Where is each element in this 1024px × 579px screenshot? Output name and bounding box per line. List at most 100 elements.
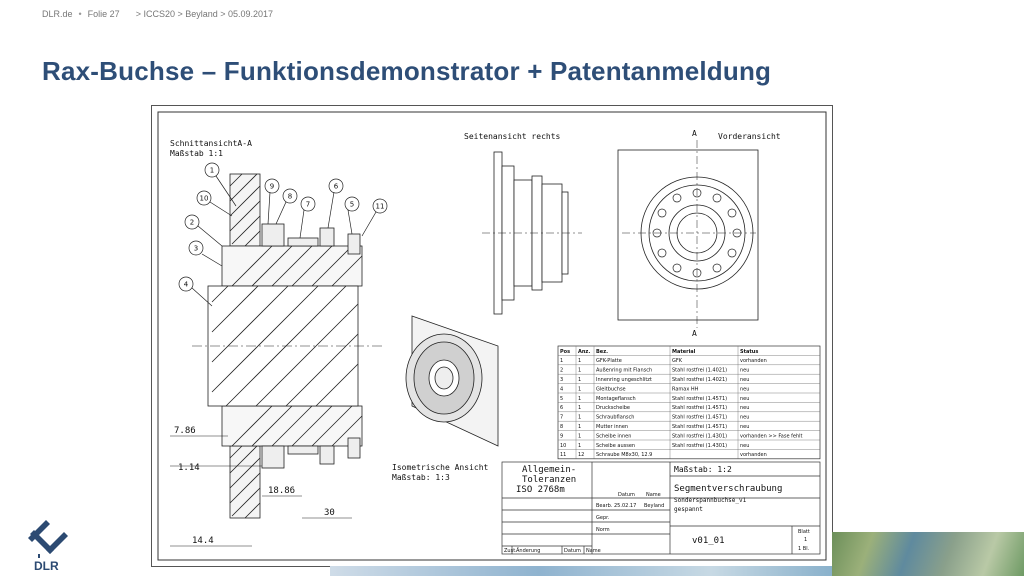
front-view [618,140,758,328]
dlr-logo-mark: DLR [20,520,80,574]
iso-view-title: Isometrische Ansicht [392,463,489,472]
svg-text:2: 2 [190,219,194,227]
bom-cell: Stahl rostfrei (1.4301) [672,443,727,449]
svg-text:gespannt: gespannt [674,506,703,513]
bom-cell: Schraubflansch [596,415,634,421]
svg-text:8: 8 [288,193,292,201]
bom-cell: neu [740,405,749,411]
bom-cell: Montageflansch [596,396,636,402]
bom-cell: 8 [560,424,563,430]
bom-cell: 1 [578,377,581,383]
bom-cell: GFK [672,358,683,364]
bom-cell: 1 [578,368,581,374]
svg-text:v01_01: v01_01 [692,536,725,546]
svg-text:Maßstab: 1:2: Maßstab: 1:2 [674,465,732,474]
svg-text:3: 3 [194,245,198,253]
bom-cell: neu [740,396,749,402]
svg-text:Allgemein-: Allgemein- [522,465,576,475]
bom-cell: Mutter innen [596,424,628,430]
svg-text:Norm: Norm [596,527,610,533]
breadcrumb: > ICCS20 > Beyland > 05.09.2017 [136,9,273,19]
bom-cell: Scheibe aussen [596,443,635,449]
svg-text:Änderung: Änderung [516,547,540,554]
svg-text:14.4: 14.4 [192,536,214,546]
svg-text:6: 6 [334,183,339,191]
section-view-scale: Maßstab 1:1 [170,149,223,158]
earth-image [832,532,1024,576]
bom-cell: neu [740,415,749,421]
svg-text:Name: Name [586,548,601,554]
bom-cell: Schraube M8x30, 12.9 [596,452,652,458]
bom-table: PosAnz.Bez.MaterialStatus11GFK-PlatteGFK… [558,346,820,459]
header-bullet: • [79,9,82,19]
title-block-small: Datum Name Bearb. 25.02.17 Beyland Gepr.… [504,492,810,554]
bom-header-cell: Anz. [578,349,590,355]
side-view [482,152,582,314]
svg-text:Sonderspannbuchse_v1: Sonderspannbuchse_v1 [674,497,747,504]
bom-cell: Stahl rostfrei (1.4021) [672,377,727,383]
bom-cell: Gleitbuchse [596,386,626,392]
bom-cell: Stahl rostfrei (1.4301) [672,433,727,439]
dlr-logo: DLR [20,520,80,574]
bom-header-cell: Pos [560,349,570,355]
bom-cell: neu [740,443,749,449]
dlr-logo-text: DLR [34,559,59,573]
slide-header: DLR.de • Folie 27 > ICCS20 > Beyland > 0… [42,9,273,19]
bom-cell: vorhanden [740,452,767,458]
site-label: DLR.de [42,9,73,19]
bom-cell: Stahl rostfrei (1.4571) [672,415,727,421]
svg-text:1.14: 1.14 [178,463,200,473]
svg-text:10: 10 [200,195,209,203]
svg-text:Bearb.: Bearb. [596,503,613,509]
bom-cell: Stahl rostfrei (1.4021) [672,368,727,374]
bom-cell: GFK-Platte [596,358,622,364]
bom-cell: 9 [560,433,563,439]
bom-cell: 1 [578,386,581,392]
bom-cell: 10 [560,443,566,449]
svg-text:Datum: Datum [618,492,635,498]
bom-cell: neu [740,386,749,392]
section-view-title: SchnittansichtA-A [170,139,252,148]
isometric-view [406,316,498,446]
bom-cell: Stahl rostfrei (1.4571) [672,396,727,402]
bom-cell: neu [740,368,749,374]
svg-text:Name: Name [646,492,661,498]
svg-text:Blatt: Blatt [798,529,810,535]
slide-number: Folie 27 [88,9,120,19]
bom-cell: Außenring mit Flansch [596,368,652,374]
bom-cell: 1 [578,433,581,439]
bom-cell: 2 [560,368,563,374]
bom-header-cell: Material [672,349,696,355]
svg-text:4: 4 [184,281,189,289]
bom-cell: 5 [560,396,563,402]
bom-cell: 4 [560,386,563,392]
bom-cell: 1 [578,396,581,402]
bom-cell: Innenring ungeschlitzt [596,377,652,383]
svg-text:Datum: Datum [564,548,581,554]
side-view-title: Seitenansicht rechts [464,132,561,141]
bom-cell: 11 [560,452,566,458]
svg-text:Gepr.: Gepr. [596,515,610,521]
svg-text:25.02.17: 25.02.17 [614,503,636,509]
bom-cell: neu [740,377,749,383]
svg-text:7.86: 7.86 [174,426,196,436]
bom-cell: neu [740,424,749,430]
svg-text:7: 7 [306,201,310,209]
section-marker-top: A [692,129,697,138]
bom-cell: 6 [560,405,563,411]
svg-text:Toleranzen: Toleranzen [522,475,576,485]
bom-cell: Ramax HH [672,386,699,392]
iso-view-scale: Maßstab: 1:3 [392,473,450,482]
bom-header-cell: Bez. [596,349,608,355]
svg-text:1: 1 [804,537,807,543]
bom-header-cell: Status [740,349,758,355]
bom-cell: 1 [578,443,581,449]
bom-cell: 3 [560,377,563,383]
bom-cell: 12 [578,452,584,458]
page-title: Rax-Buchse – Funktionsdemonstrator + Pat… [42,56,771,87]
svg-text:1: 1 [210,167,214,175]
bom-cell: 1 [578,358,581,364]
bom-cell: Stahl rostfrei (1.4571) [672,405,727,411]
bom-cell: Druckscheibe [596,405,630,411]
bom-cell: 1 [578,415,581,421]
